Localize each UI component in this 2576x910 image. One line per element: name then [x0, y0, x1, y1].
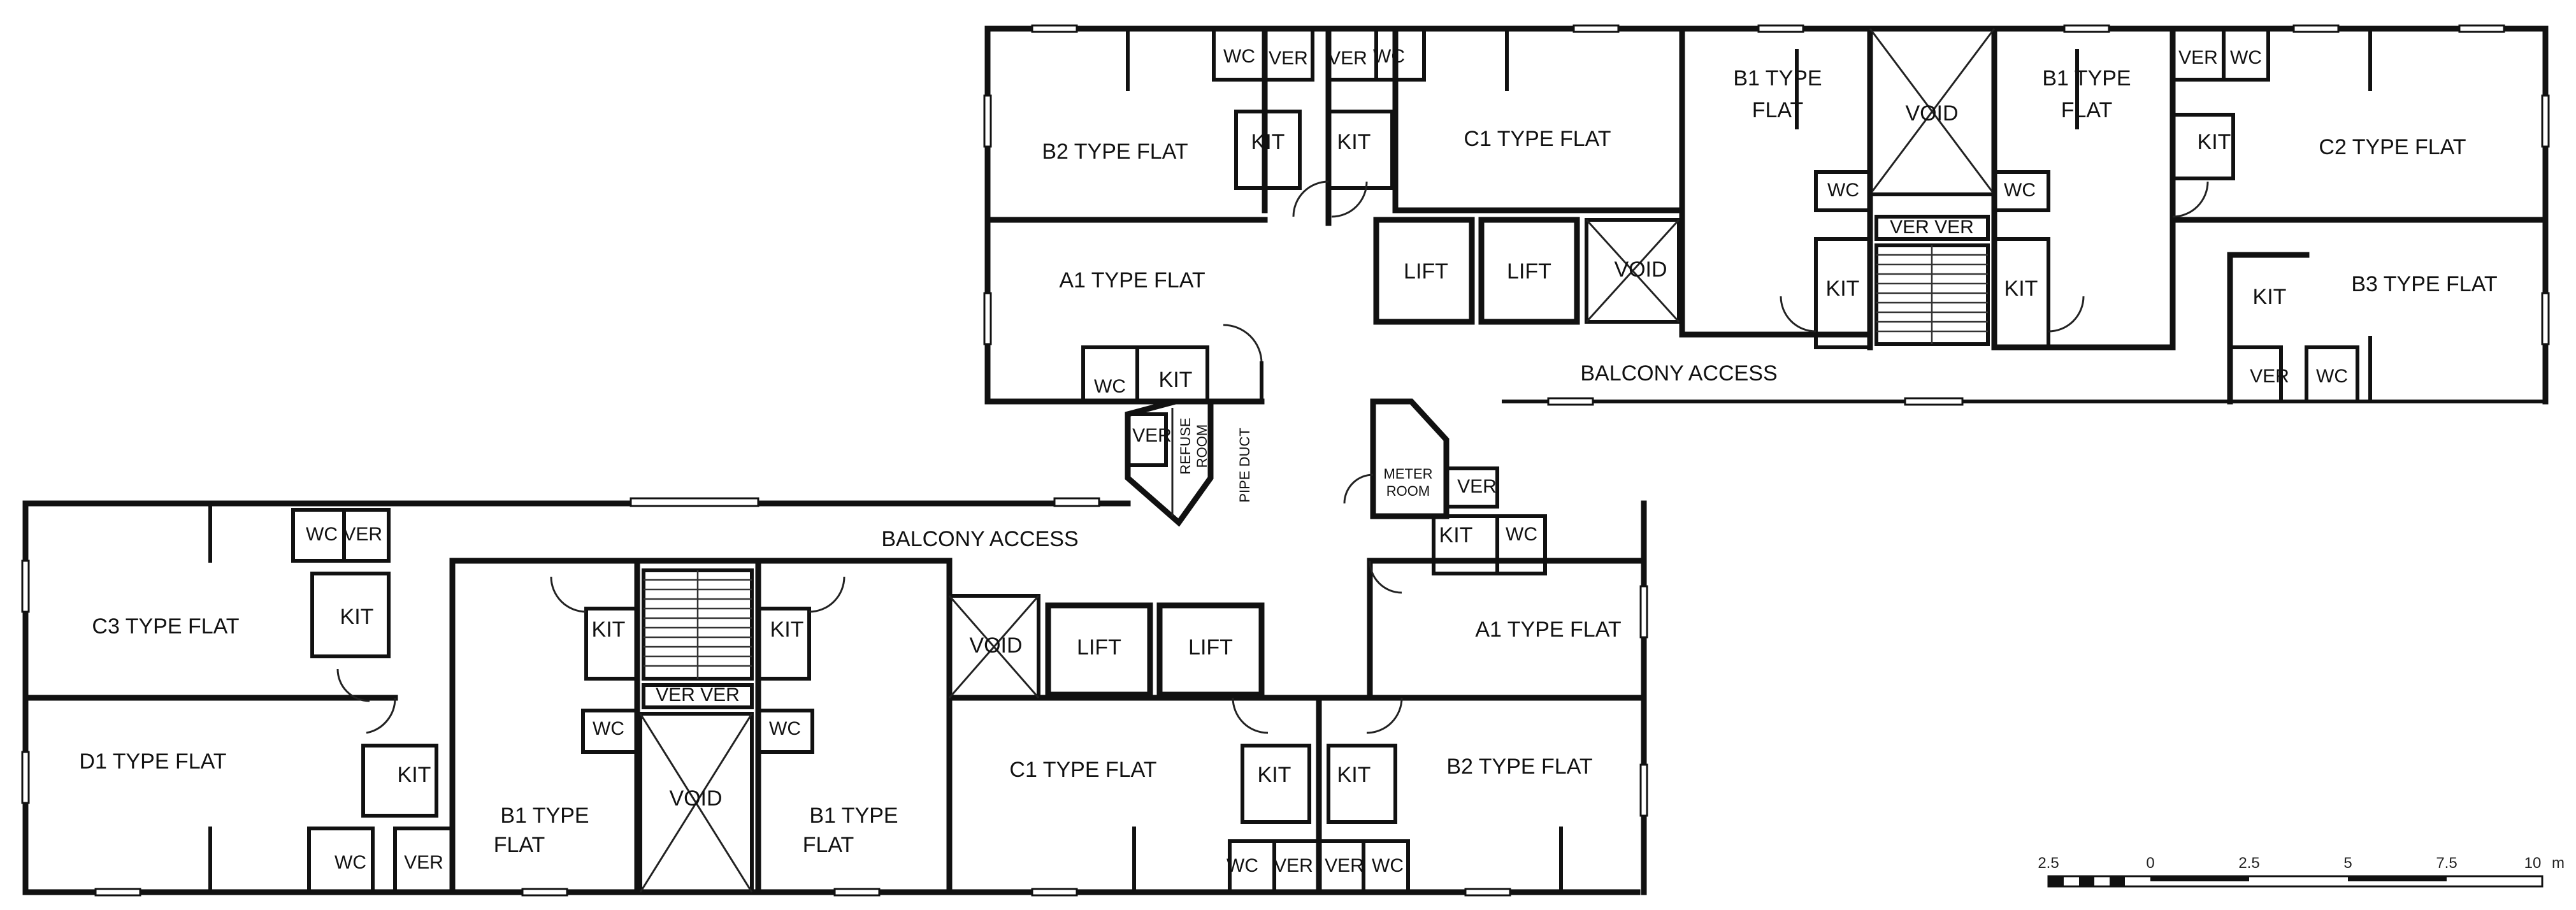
label-c1-type-flat: C1 TYPE FLAT	[1009, 758, 1156, 782]
label-a1-type-flat: A1 TYPE FLAT	[1475, 618, 1621, 642]
label-c2-type-flat: C2 TYPE FLAT	[2319, 135, 2466, 159]
label-kit: KIT	[592, 618, 626, 642]
label-void: VOID	[669, 786, 722, 811]
label-kit: KIT	[2198, 130, 2231, 154]
label-ver: VER	[1274, 855, 1313, 876]
label-b1-type-flat-line2: FLAT	[2061, 98, 2113, 122]
label-ver: VER	[2178, 47, 2218, 68]
label-refuse-room-line2: ROOM	[1194, 424, 1210, 468]
scale-unit: m	[2552, 855, 2565, 872]
label-kit: KIT	[770, 618, 804, 642]
label-wc: WC	[769, 718, 801, 739]
label-a1-type-flat: A1 TYPE FLAT	[1059, 268, 1205, 292]
service-core	[1125, 361, 1499, 527]
label-d1-type-flat: D1 TYPE FLAT	[79, 749, 226, 774]
label-b1-type-flat: B1 TYPE	[809, 804, 898, 828]
scale-tick: 2.5	[2238, 855, 2259, 872]
scale-bar: 2.5 0 2.5 5 7.5 10 m	[2038, 855, 2565, 888]
label-meter-room: METER	[1384, 466, 1433, 482]
stair-upper	[1874, 243, 1990, 346]
label-meter-room-line2: ROOM	[1386, 483, 1430, 499]
label-c1-type-flat: C1 TYPE FLAT	[1464, 127, 1611, 151]
label-wc: WC	[1227, 855, 1258, 876]
label-wc: WC	[1223, 46, 1255, 67]
label-kit: KIT	[340, 605, 374, 629]
label-ver: VER	[404, 852, 443, 873]
label-balcony-access: BALCONY ACCESS	[1580, 361, 1777, 386]
label-refuse-room: REFUSE	[1177, 417, 1193, 474]
scale-tick: 2.5	[2038, 855, 2059, 872]
label-kit: KIT	[398, 763, 431, 787]
label-ver: VER	[1325, 855, 1364, 876]
label-ver-ver: VER VER	[656, 684, 740, 705]
label-balcony-access: BALCONY ACCESS	[881, 527, 1078, 551]
label-wc-ver: WC VER	[306, 524, 382, 545]
label-b1-type-flat-line2: FLAT	[1752, 98, 1804, 122]
label-wc: WC	[1094, 376, 1126, 397]
label-b1-type-flat-line2: FLAT	[803, 833, 854, 857]
label-b2-type-flat: B2 TYPE FLAT	[1446, 755, 1592, 779]
label-b1-type-flat: B1 TYPE	[500, 804, 589, 828]
label-kit: KIT	[1337, 130, 1371, 154]
label-b1-type-flat: B1 TYPE	[1733, 66, 1822, 90]
scale-tick: 7.5	[2436, 855, 2457, 872]
label-lift: LIFT	[1507, 259, 1551, 284]
label-ver: VER	[1328, 48, 1367, 69]
label-lift: LIFT	[1404, 259, 1448, 284]
label-kit: KIT	[1159, 368, 1193, 392]
label-lift: LIFT	[1188, 635, 1233, 660]
lower-wing	[21, 497, 1648, 897]
scale-tick: 5	[2343, 855, 2352, 872]
label-kit: KIT	[1337, 763, 1371, 787]
label-kit: KIT	[2253, 285, 2287, 309]
upper-wing	[983, 24, 2550, 406]
room-labels: B2 TYPE FLAT C1 TYPE FLAT A1 TYPE FLAT B…	[79, 46, 2497, 876]
label-ver: VER	[1457, 476, 1497, 497]
scale-tick: 10	[2524, 855, 2542, 872]
label-wc: WC	[593, 718, 624, 739]
label-wc: WC	[2316, 366, 2348, 387]
label-lift: LIFT	[1077, 635, 1121, 660]
label-wc: WC	[1372, 855, 1404, 876]
label-ver-ver: VER VER	[1890, 217, 1974, 238]
label-ver: VER	[1132, 425, 1172, 446]
label-wc: WC	[2230, 47, 2262, 68]
label-c3-type-flat: C3 TYPE FLAT	[92, 614, 239, 639]
label-ver: VER	[1269, 48, 1308, 69]
label-wc: WC	[1373, 46, 1405, 67]
label-wc: WC	[2004, 180, 2036, 201]
label-wc: WC	[335, 852, 366, 873]
label-b1-type-flat-line2: FLAT	[494, 833, 545, 857]
label-wc: WC	[1827, 180, 1859, 201]
label-b3-type-flat: B3 TYPE FLAT	[2351, 272, 2497, 296]
stair-lower	[642, 568, 754, 681]
label-wc: WC	[1506, 524, 1537, 545]
label-b1-type-flat: B1 TYPE	[2042, 66, 2131, 90]
label-kit: KIT	[2004, 277, 2038, 301]
label-kit: KIT	[1251, 130, 1285, 154]
label-kit: KIT	[1439, 523, 1473, 547]
label-void: VOID	[1614, 257, 1667, 282]
label-ver: VER	[2250, 366, 2289, 387]
label-kit: KIT	[1826, 277, 1860, 301]
label-kit: KIT	[1258, 763, 1292, 787]
label-void: VOID	[969, 633, 1022, 658]
label-b2-type-flat: B2 TYPE FLAT	[1042, 140, 1188, 164]
label-pipe-duct: PIPE DUCT	[1237, 428, 1253, 502]
label-void: VOID	[1905, 101, 1958, 126]
scale-tick: 0	[2146, 855, 2154, 872]
